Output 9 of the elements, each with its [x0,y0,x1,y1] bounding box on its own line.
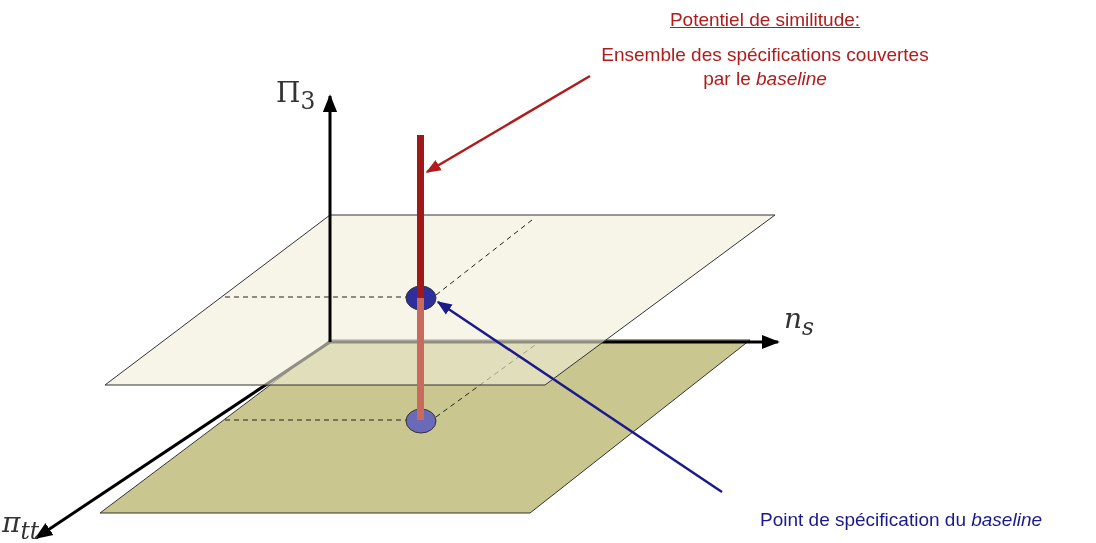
callout-heading: Potentiel de similitude: [669,8,861,32]
callout-text: Ensemble des spécifications couvertes par le baseline [600,42,930,92]
axis-label: π$_{tt}$ [2,506,40,543]
rod [417,135,424,420]
axis-label: n$_{s}$ [784,302,815,341]
arrow [425,74,591,174]
callout-text: Point de spécification du baseline [760,508,1042,532]
arrow [436,300,723,494]
axis-label: Π$_{3}$ [276,76,316,115]
